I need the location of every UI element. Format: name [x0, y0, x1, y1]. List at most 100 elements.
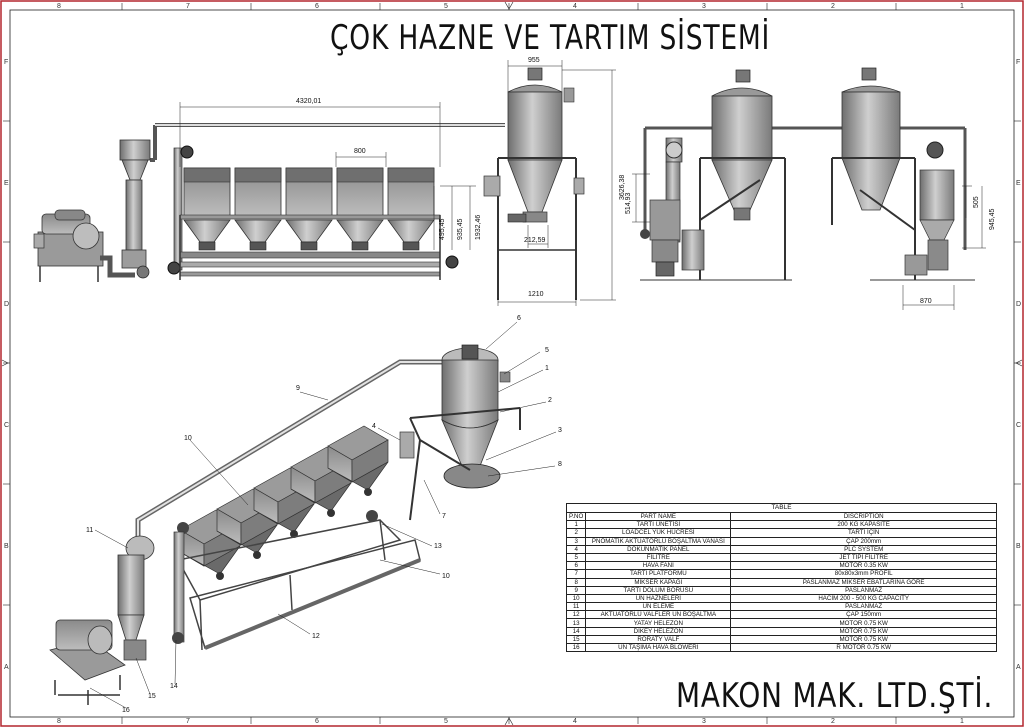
header-part-name: PART NAME — [585, 511, 732, 522]
part-callout: 7 — [442, 513, 446, 520]
part-no-cell: 6 — [565, 561, 587, 571]
description-cell: HACİM 200 - 500 KG CAPACITY — [730, 593, 997, 604]
zone-label-col: 4 — [573, 718, 577, 725]
zone-label-row: E — [1016, 180, 1021, 187]
dim-1932: 1932,46 — [475, 215, 482, 240]
zone-label-col: 1 — [960, 718, 964, 725]
dim-side-870: 870 — [920, 298, 932, 305]
zone-label-row: B — [1016, 543, 1021, 550]
part-name-cell: HAVA FANI — [585, 561, 732, 571]
description-cell: MOTOR 0.75 KW — [730, 618, 997, 628]
air-blower — [33, 209, 135, 282]
part-no-cell: 11 — [565, 602, 587, 612]
description-cell: R MOTOR 0.75 KW — [730, 642, 997, 653]
part-no-cell: 10 — [565, 593, 587, 604]
part-no-cell: 16 — [565, 642, 587, 653]
part-name-cell: UN TAŞIMA HAVA BLOWERI — [585, 642, 732, 653]
zone-label-row: E — [4, 180, 9, 187]
part-name-cell: DOKUNMATİK PANEL — [585, 544, 732, 554]
flour-hoppers-iso — [179, 425, 389, 580]
part-callout: 5 — [545, 347, 549, 354]
zone-label-row: A — [4, 664, 9, 671]
zone-label-col: 7 — [186, 3, 190, 10]
description-cell: PASLANMAZ — [730, 585, 997, 595]
part-no-cell: 1 — [565, 520, 587, 530]
header-description: DISCRIPTION — [730, 511, 997, 522]
description-cell: JET TİPİ FİLİTRE — [730, 552, 997, 563]
zone-label-col: 7 — [186, 718, 190, 725]
zone-label-row: F — [1016, 59, 1020, 66]
header-part-no: P.NO — [565, 511, 587, 522]
dim-side-514: 514,93 — [625, 192, 632, 214]
part-name-cell: TARTI DOLUM BORUSU — [585, 585, 732, 595]
part-callout: 10 — [442, 573, 450, 580]
zone-label-row: C — [1016, 422, 1021, 429]
flour-hopper-iso — [327, 425, 389, 496]
description-cell: PLC SYSTEM — [730, 544, 997, 554]
inner-frame — [9, 9, 1015, 718]
dim-212: 212,59 — [524, 237, 546, 244]
dim-side-945: 945,45 — [989, 208, 996, 230]
part-name-cell: RORATY VALF — [585, 634, 732, 645]
part-callout: 2 — [548, 397, 552, 404]
part-callout: 14 — [170, 683, 178, 690]
zone-label-col: 5 — [444, 3, 448, 10]
zone-label-row: D — [4, 301, 9, 308]
part-callout: 6 — [517, 315, 521, 322]
flour-hopper — [234, 167, 282, 251]
zone-label-col: 6 — [315, 718, 319, 725]
part-callout: 15 — [148, 693, 156, 700]
zone-label-row: F — [4, 59, 8, 66]
zone-label-row: B — [4, 543, 9, 550]
part-name-cell: TARTI PLATFORMU — [585, 569, 732, 579]
flour-hopper — [183, 167, 231, 251]
part-no-cell: 4 — [565, 544, 587, 554]
dim-base-width: 1210 — [528, 291, 544, 298]
flour-hopper — [387, 167, 435, 251]
part-callout: 3 — [558, 427, 562, 434]
part-callout: 13 — [434, 543, 442, 550]
flour-hopper — [285, 167, 333, 251]
part-callout: 1 — [545, 365, 549, 372]
zone-label-col: 4 — [573, 3, 577, 10]
part-no-cell: 3 — [565, 536, 587, 546]
table-caption: TABLE — [566, 503, 997, 512]
description-cell: MOTOR 0.75 KW — [730, 634, 997, 645]
part-no-cell: 8 — [565, 577, 587, 587]
part-no-cell: 13 — [565, 618, 587, 628]
dim-total-length: 4320,01 — [296, 98, 321, 105]
dim-935: 935,45 — [457, 218, 464, 240]
description-cell: 200 KG KAPASİTE — [730, 520, 997, 530]
description-cell: PASLANMAZ MİKSER EBATLARINA GÖRE — [730, 577, 997, 587]
part-callout: 8 — [558, 461, 562, 468]
part-name-cell: DİKEY HELEZON — [585, 626, 732, 636]
part-name-cell: UN HAZNELERİ — [585, 593, 732, 604]
flour-hoppers-front — [183, 167, 435, 251]
part-no-cell: 5 — [565, 552, 587, 563]
dim-total-height: 3626,38 — [619, 175, 626, 200]
front-view: 4320,01 800 955 3626,38 495,45 935,45 19… — [33, 57, 626, 306]
part-no-cell: 12 — [565, 610, 587, 620]
part-callout: 9 — [296, 385, 300, 392]
part-name-cell: TARTI ÜNETİSİ — [585, 520, 732, 530]
part-name-cell: AKTÜATÖRLÜ VALFLER UN BOŞALTMA — [585, 610, 732, 620]
description-cell: PASLANMAZ — [730, 602, 997, 612]
zone-label-col: 2 — [831, 3, 835, 10]
part-callout: 10 — [184, 435, 192, 442]
